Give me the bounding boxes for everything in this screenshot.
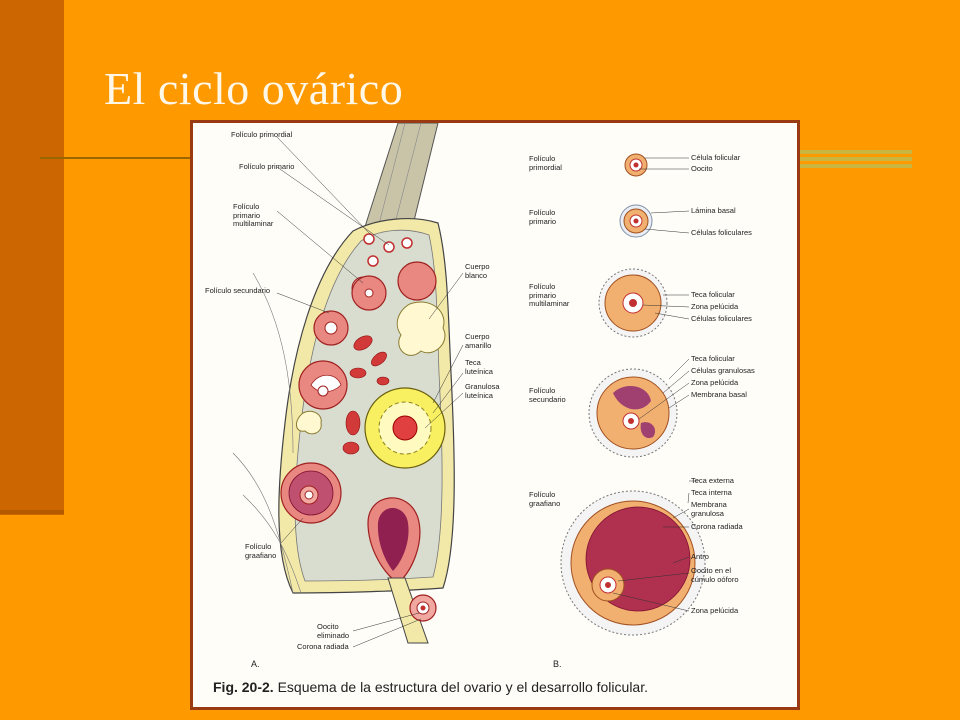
label-primary-a: Folículo primario (239, 162, 295, 171)
label-expelled-oocyte: Oocito eliminado (317, 622, 350, 640)
ruptured-follicle (367, 497, 429, 644)
label-theca-externa: Teca externa (691, 476, 734, 485)
title-underline-right (800, 150, 912, 168)
label-corona-radiata-a: Corona radiada (297, 642, 349, 651)
label-theca-2: Teca folicular (691, 354, 735, 363)
label-secondary-b: Folículo secundario (529, 386, 566, 404)
label-primordial-b: Folículo primordial (529, 154, 562, 172)
ovary-diagram (232, 123, 706, 648)
corpus-albicans (396, 301, 446, 356)
caption-number: Fig. 20-2. (213, 679, 274, 695)
label-primordial-a: Folículo primordial (231, 130, 293, 139)
corpus-luteum (364, 387, 446, 469)
label-graafian-a: Folículo graafiano (245, 542, 277, 560)
expelled-oocyte (409, 594, 437, 622)
graafian-follicle-a (280, 462, 342, 524)
slide-title: El ciclo ovárico (104, 63, 404, 114)
label-zona-pellucida-3: Zona pelúcida (691, 606, 739, 615)
label-follicular-cell: Célula folicular (691, 153, 741, 162)
label-zona-pellucida-2: Zona pelúcida (691, 378, 739, 387)
stage-secondary (588, 368, 678, 458)
label-corpus-luteum: Cuerpo amarillo (465, 332, 492, 350)
label-corona-radiata-b: Corona radiada (691, 522, 743, 531)
panel-a-leader-lines (276, 136, 464, 648)
label-follicular-cells-2: Células foliculares (691, 314, 752, 323)
stage-graafian (560, 490, 706, 636)
left-accent-bar (0, 0, 64, 515)
label-theca-interna: Teca interna (691, 488, 732, 497)
title-underline-left (40, 157, 192, 159)
stage-primary (619, 204, 653, 238)
label-membrana-granulosa: Membrana granulosa (691, 500, 727, 518)
label-graafian-b: Folículo graafiano (529, 490, 561, 508)
label-oocyte-cumulus: Oocito en el cúmulo oóforo (691, 566, 739, 584)
panel-b-letter: B. (553, 659, 562, 669)
panel-b-leader-lines (612, 157, 698, 612)
label-secondary-a: Folículo secundario (205, 286, 271, 295)
label-basement-membrane: Membrana basal (691, 390, 747, 399)
left-accent-bar-edge (0, 510, 64, 514)
label-theca-lutein: Teca luteínica (465, 358, 493, 376)
label-follicular-cells-1: Células foliculares (691, 228, 752, 237)
caption-text: Esquema de la estructura del ovario y el… (273, 679, 648, 695)
secondary-follicles (313, 261, 437, 346)
label-basal-lamina: Lámina basal (691, 206, 736, 215)
label-primary-b: Folículo primario (529, 208, 557, 226)
primordial-follicles (363, 233, 413, 267)
panel-a-letter: A. (251, 659, 260, 669)
stage-multilaminar (598, 268, 668, 338)
stage-primordial (624, 153, 648, 177)
label-granulosa-lutein: Granulosa luteínica (465, 382, 500, 400)
label-theca-1: Teca folicular (691, 290, 735, 299)
label-corpus-albicans: Cuerpo blanco (465, 262, 490, 280)
label-multilaminar-a: Folículo primario multilaminar (233, 202, 274, 228)
atretic-follicles (342, 335, 390, 455)
label-granulosa-cells: Células granulosas (691, 366, 755, 375)
label-zona-pellucida-1: Zona pelúcida (691, 302, 739, 311)
figure-image: Folículo primordial Folículo primario Fo… (190, 120, 800, 710)
figure-caption: Fig. 20-2. Esquema de la estructura del … (213, 679, 648, 695)
label-oocyte: Oocito (691, 164, 713, 173)
label-multilaminar-b: Folículo primario multilaminar (529, 282, 570, 308)
label-antrum: Antro (691, 552, 709, 561)
